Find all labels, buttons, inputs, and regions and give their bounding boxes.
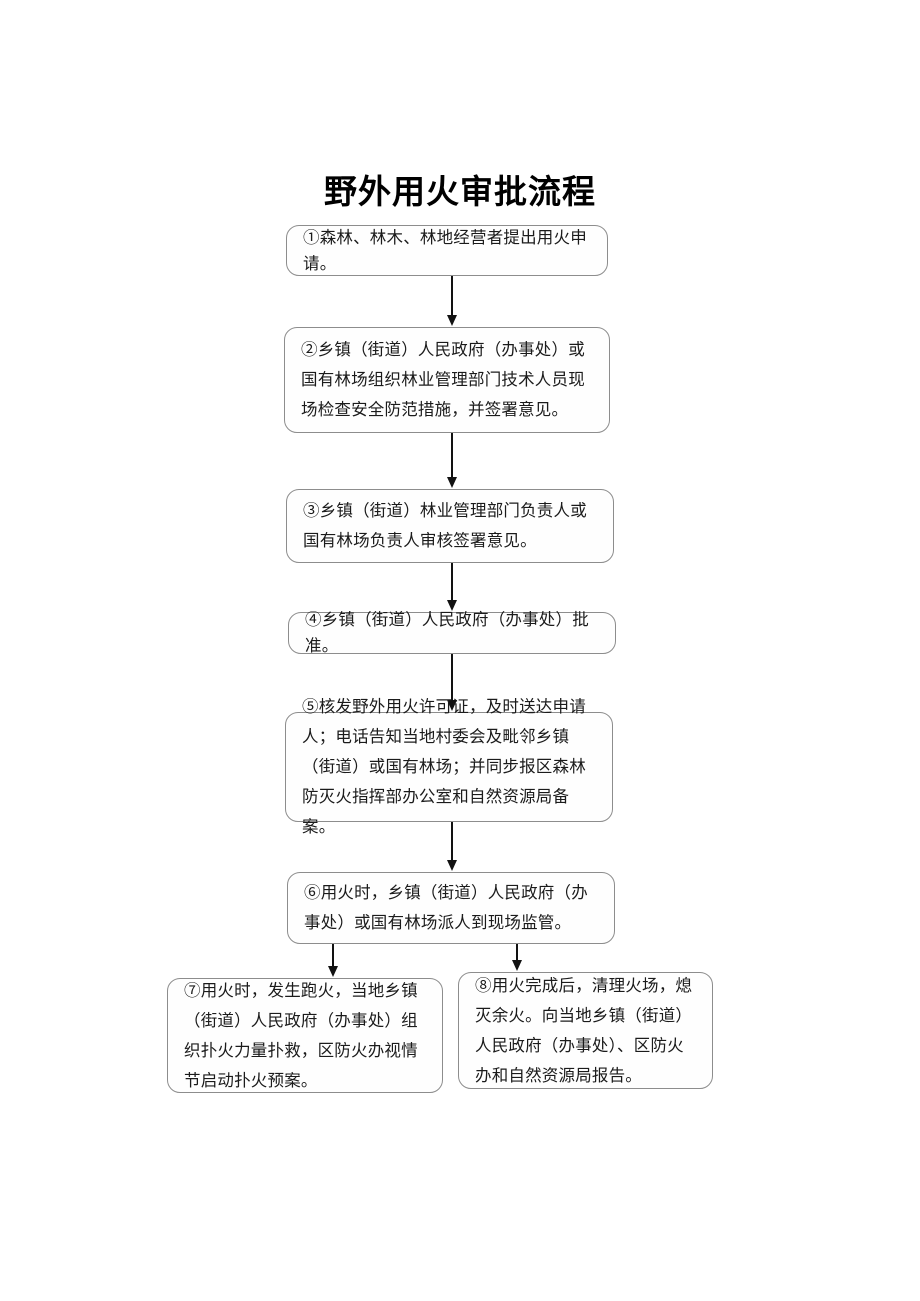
flow-node-step5: ⑤核发野外用火许可证，及时送达申请人；电话告知当地村委会及毗邻乡镇（街道）或国有… [285, 697, 613, 836]
connector-line [451, 563, 453, 601]
arrow-head-icon [447, 477, 457, 488]
flow-node-step5-label: ⑤核发野外用火许可证，及时送达申请人；电话告知当地村委会及毗邻乡镇（街道）或国有… [302, 697, 586, 836]
arrow-head-icon [512, 960, 522, 971]
connector-line [332, 944, 334, 967]
arrow-head-icon [447, 700, 457, 711]
connector-line [451, 276, 453, 316]
connector-line [516, 944, 518, 961]
connector-line [451, 822, 453, 861]
connector-line [451, 654, 453, 701]
flow-node-step4: ④乡镇（街道）人民政府（办事处）批准。 [288, 610, 616, 655]
flow-node-step1: ①森林、林木、林地经营者提出用火申请。 [286, 225, 608, 276]
flow-node-step6-label: ⑥用火时，乡镇（街道）人民政府（办事处）或国有林场派人到现场监管。 [304, 883, 588, 932]
flow-node-step7: ⑦用火时，发生跑火，当地乡镇（街道）人民政府（办事处）组织扑火力量扑救，区防火办… [167, 978, 443, 1093]
arrow-head-icon [447, 600, 457, 611]
flow-node-step6: ⑥用火时，乡镇（街道）人民政府（办事处）或国有林场派人到现场监管。 [287, 872, 615, 944]
flow-node-step2-label: ②乡镇（街道）人民政府（办事处）或国有林场组织林业管理部门技术人员现场检查安全防… [301, 340, 585, 419]
flow-node-step7-label: ⑦用火时，发生跑火，当地乡镇（街道）人民政府（办事处）组织扑火力量扑救，区防火办… [184, 980, 418, 1090]
page-title: 野外用火审批流程 [324, 173, 596, 210]
arrow-head-icon [328, 966, 338, 977]
connector-line [451, 433, 453, 478]
flow-node-step2: ②乡镇（街道）人民政府（办事处）或国有林场组织林业管理部门技术人员现场检查安全防… [284, 327, 610, 433]
arrow-head-icon [447, 860, 457, 871]
arrow-head-icon [447, 315, 457, 326]
flow-node-step4-label: ④乡镇（街道）人民政府（办事处）批准。 [305, 610, 589, 655]
flow-node-step8: ⑧用火完成后，清理火场，熄灭余火。向当地乡镇（街道）人民政府（办事处）、区防火办… [458, 972, 713, 1089]
flow-node-step3: ③乡镇（街道）林业管理部门负责人或国有林场负责人审核签署意见。 [286, 489, 614, 563]
flow-node-step3-label: ③乡镇（街道）林业管理部门负责人或国有林场负责人审核签署意见。 [303, 501, 587, 550]
flow-node-step1-label: ①森林、林木、林地经营者提出用火申请。 [303, 227, 587, 273]
flow-node-step8-label: ⑧用火完成后，清理火场，熄灭余火。向当地乡镇（街道）人民政府（办事处）、区防火办… [475, 975, 693, 1085]
